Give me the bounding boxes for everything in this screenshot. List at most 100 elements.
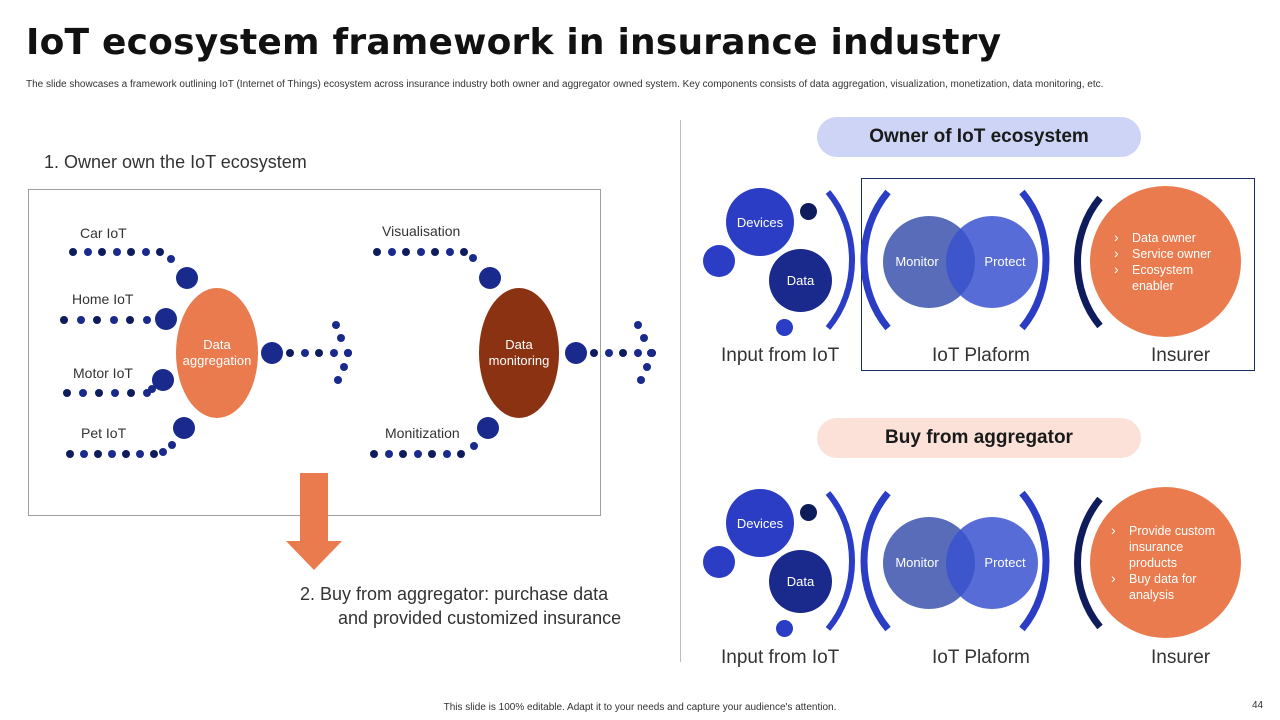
- page-number: 44: [1252, 700, 1264, 711]
- connector-dot: [83, 248, 92, 256]
- owner-insurer-item: Data owner: [1112, 229, 1220, 246]
- connector-dot: [387, 248, 396, 256]
- owner-brackets: [825, 189, 1103, 331]
- connector-dot: [60, 316, 68, 324]
- connector-dot: [111, 389, 119, 397]
- owner-devices-circle: Devices: [726, 188, 794, 256]
- connector-dot: [150, 450, 158, 458]
- connector-dot: [337, 334, 345, 342]
- connector-dot: [332, 321, 340, 329]
- connector-dot: [469, 254, 477, 262]
- connector-dot: [633, 349, 642, 357]
- connector-dot: [173, 417, 195, 439]
- page-title: IoT ecosystem framework in insurance ind…: [26, 22, 1002, 63]
- connector-dot: [431, 248, 439, 256]
- owner-insurer-item: Service owner: [1112, 245, 1220, 262]
- connector-dot: [344, 349, 352, 357]
- home-iot-label: Home IoT: [72, 291, 134, 307]
- aggregator-brackets: [825, 490, 1103, 632]
- connector-dot: [112, 248, 121, 256]
- owner-platform-caption: IoT Plaform: [932, 345, 1030, 366]
- connector-dot: [127, 389, 135, 397]
- connector-dot: [261, 342, 283, 364]
- aggregator-insurer-item: Buy data for analysis: [1109, 570, 1227, 603]
- connector-dot: [148, 385, 156, 393]
- connector-dot: [373, 248, 381, 256]
- aggregator-bracket-insurer-open: [1074, 496, 1103, 630]
- aggregator-protect-circle: [946, 517, 1038, 609]
- connector-dot: [329, 349, 338, 357]
- connector-dot: [143, 389, 151, 397]
- aggregator-input-dot-small-top: [800, 504, 817, 521]
- data-monitoring-node: Data monitoring: [479, 288, 559, 418]
- aggregator-devices-circle: Devices: [726, 489, 794, 557]
- pet-iot-label: Pet IoT: [81, 425, 127, 441]
- down-arrow-icon: [286, 473, 342, 570]
- data-aggregation-node: Data aggregation: [176, 288, 258, 418]
- connector-dot: [300, 349, 309, 357]
- aggregator-protect-label: Protect: [984, 555, 1026, 570]
- aggregator-input-dot-large: [703, 546, 735, 578]
- connector-dot: [470, 442, 478, 450]
- connector-dot: [640, 334, 648, 342]
- connector-dot: [168, 441, 176, 449]
- connector-dot: [156, 248, 164, 256]
- connector-dot: [604, 349, 613, 357]
- connector-dot: [477, 417, 499, 439]
- connector-dot: [95, 389, 103, 397]
- owner-pill: Owner of IoT ecosystem: [817, 117, 1141, 157]
- owner-input-caption: Input from IoT: [721, 345, 840, 366]
- owner-bracket-input-close: [825, 190, 855, 330]
- connector-dot: [176, 267, 198, 289]
- connector-dot: [76, 316, 85, 324]
- owner-section-heading: 1. Owner own the IoT ecosystem: [44, 152, 307, 172]
- connector-dot: [286, 349, 294, 357]
- owner-monitor-label: Monitor: [895, 254, 939, 269]
- aggregator-pill: Buy from aggregator: [817, 418, 1141, 458]
- connector-dot: [80, 450, 88, 458]
- connector-dot: [590, 349, 598, 357]
- aggregator-insurer-circle: Provide custom insurance products Buy da…: [1090, 487, 1241, 638]
- aggregator-monitor-label: Monitor: [895, 555, 939, 570]
- owner-input-dot-small-bottom: [776, 319, 793, 336]
- connector-dot: [643, 363, 651, 371]
- aggregator-devices-label: Devices: [736, 515, 784, 531]
- aggregator-description-line2: and provided customized insurance: [338, 608, 622, 628]
- connector-dot: [334, 376, 342, 384]
- aggregator-data-label: Data: [786, 574, 815, 589]
- aggregator-description: 2. Buy from aggregator: purchase data an…: [300, 582, 660, 630]
- connector-dot: [126, 316, 134, 324]
- aggregator-input-dot-small-bottom: [776, 620, 793, 637]
- connector-dot: [141, 248, 150, 256]
- connector-dot: [142, 316, 151, 324]
- owner-insurer-circle: Data owner Service owner Ecosystem enabl…: [1090, 186, 1241, 337]
- owner-insurer-list: Data owner Service owner Ecosystem enabl…: [1112, 229, 1220, 294]
- owner-insurer-item: Ecosystem enabler: [1112, 261, 1220, 294]
- data-monitoring-label: Data monitoring: [488, 337, 550, 368]
- footer-note: This slide is 100% editable. Adapt it to…: [443, 702, 837, 713]
- connector-dot: [460, 248, 468, 256]
- aggregator-insurer-item: Provide custom insurance products: [1109, 522, 1227, 571]
- owner-insurer-caption: Insurer: [1151, 345, 1211, 366]
- connector-dot: [94, 450, 102, 458]
- connector-dot: [108, 450, 116, 458]
- connector-dot: [428, 450, 436, 458]
- connector-dot: [340, 363, 348, 371]
- connector-dot: [159, 448, 167, 456]
- connector-dot: [63, 389, 71, 397]
- owner-protect-circle: [946, 216, 1038, 308]
- owner-bracket-insurer-open: [1074, 195, 1103, 329]
- connector-dot: [93, 316, 101, 324]
- page-subtitle: The slide showcases a framework outlinin…: [26, 79, 1104, 90]
- owner-input-dot-small-top: [800, 203, 817, 220]
- owner-bracket-platform-close: [1019, 189, 1050, 331]
- connector-dot: [647, 349, 655, 357]
- connector-dot: [167, 255, 175, 263]
- aggregator-insurer-caption: Insurer: [1151, 647, 1211, 668]
- connector-dot: [565, 342, 587, 364]
- connector-dot: [634, 321, 642, 329]
- aggregator-platform-caption: IoT Plaform: [932, 647, 1030, 668]
- aggregator-bracket-platform-open: [860, 490, 891, 632]
- connector-dot: [127, 248, 135, 256]
- connector-dot: [457, 450, 465, 458]
